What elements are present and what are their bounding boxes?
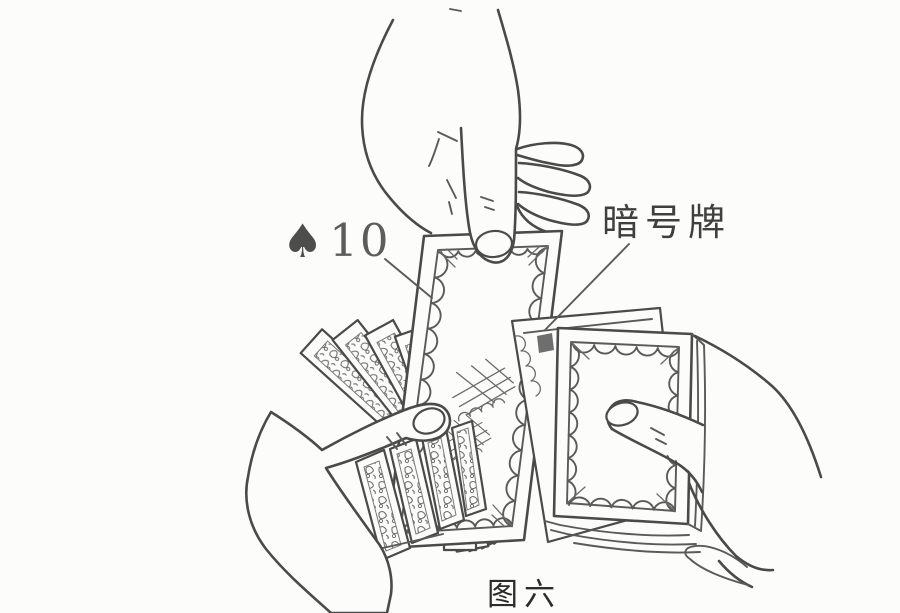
deck-scallop-left (566, 343, 580, 505)
lattice-ornament-upper (452, 358, 516, 422)
finger-under-deck (684, 544, 749, 586)
index-finger (459, 126, 518, 264)
deck-corner-ornaments (566, 341, 680, 512)
signal-mark (537, 333, 554, 353)
right-hand (605, 334, 823, 589)
left-thumbnail (412, 407, 446, 435)
card-rank: 10 (329, 214, 391, 267)
leader-line-signal-label (544, 243, 630, 331)
deck-scallop-top (572, 343, 680, 358)
fingernail (474, 229, 514, 259)
left-hand (244, 402, 452, 613)
curled-finger-1 (515, 141, 585, 167)
deck-scallop-bottom (568, 496, 676, 512)
leader-line-card-label (384, 258, 433, 299)
figure-caption: 图六 (487, 577, 561, 612)
top-hand (360, 8, 592, 235)
right-thumbnail (605, 401, 639, 427)
curled-finger-2 (516, 161, 592, 198)
card-value-label: ♠ 10 (282, 218, 391, 264)
knuckle-marks (428, 131, 458, 215)
spade-icon: ♠ (282, 214, 324, 268)
deck-bottom-thickness (544, 520, 701, 554)
curled-finger-3 (516, 190, 591, 226)
scallop-border-right (502, 247, 549, 528)
signal-card-label: 暗号牌 (602, 203, 731, 244)
fan-lower-cards (292, 419, 488, 569)
